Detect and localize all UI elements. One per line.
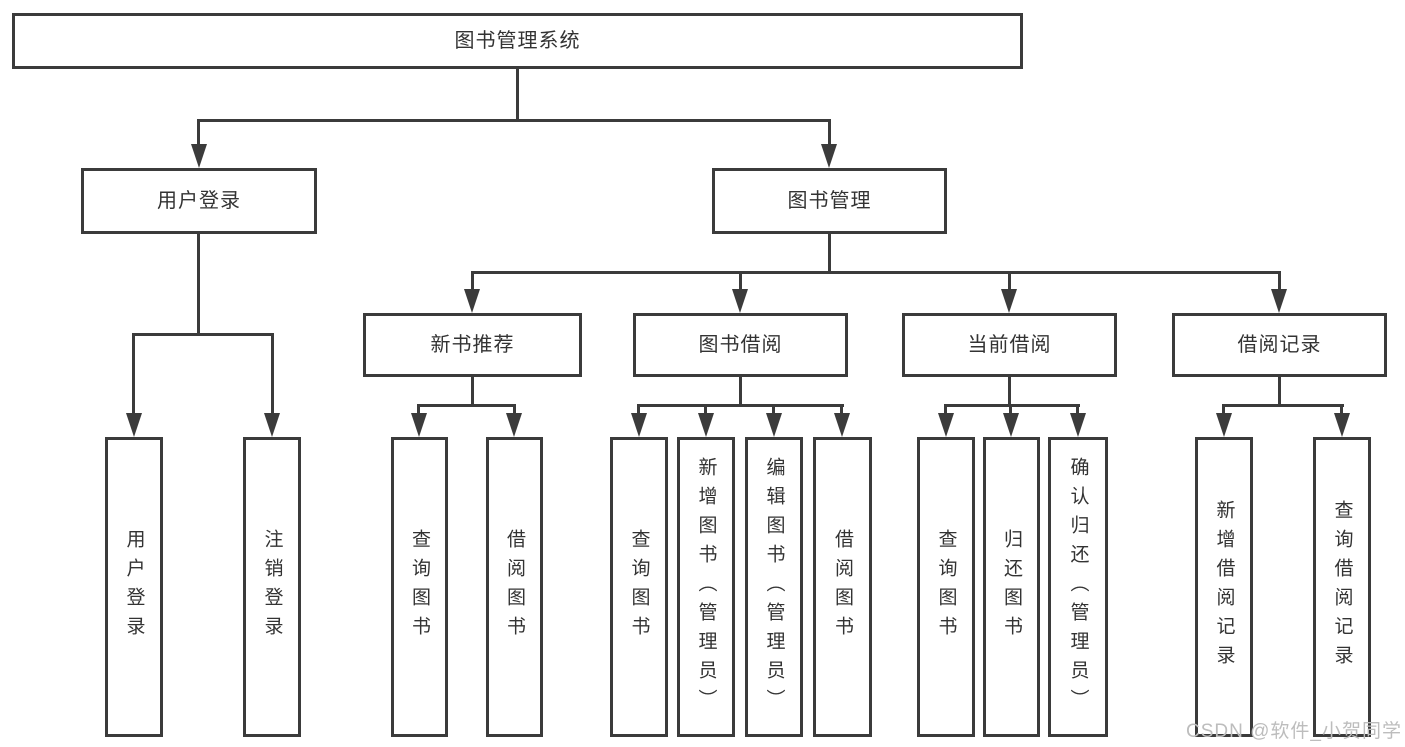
arrow-down-icon bbox=[766, 413, 782, 437]
arrow-down-icon bbox=[506, 413, 522, 437]
arrow-down-icon bbox=[1271, 289, 1287, 313]
node-library-system: 图书管理系统 bbox=[12, 13, 1023, 69]
connector-to-current-borrow bbox=[1008, 271, 1011, 291]
node-leaf-add-book-admin: 新增图书（管理员） bbox=[677, 437, 735, 737]
arrow-down-icon bbox=[191, 144, 207, 168]
connector-book-borrow-stem bbox=[739, 377, 742, 406]
connector-to-leaf bbox=[513, 404, 516, 415]
connector-to-leaf bbox=[704, 404, 707, 415]
connector-to-leaf bbox=[1340, 404, 1343, 415]
node-book-management: 图书管理 bbox=[712, 168, 947, 234]
connector-borrow-records-hline bbox=[1222, 404, 1344, 407]
connector-user-login-stem bbox=[197, 233, 200, 336]
arrow-down-icon bbox=[1070, 413, 1086, 437]
node-leaf-query-books-recommend: 查询图书 bbox=[391, 437, 448, 737]
connector-root-stem bbox=[516, 69, 519, 121]
connector-current-borrow-stem bbox=[1008, 377, 1011, 406]
arrow-down-icon bbox=[698, 413, 714, 437]
connector-to-book-borrow bbox=[739, 271, 742, 291]
connector-recommend-hline bbox=[417, 404, 516, 407]
connector-to-leaf bbox=[1009, 404, 1012, 415]
arrow-down-icon bbox=[1003, 413, 1019, 437]
connector-book-borrow-hline bbox=[637, 404, 844, 407]
connector-to-leaf bbox=[1076, 404, 1079, 415]
connector-to-leaf bbox=[271, 333, 274, 415]
connector-to-book-management bbox=[828, 119, 831, 147]
connector-to-leaf bbox=[840, 404, 843, 415]
arrow-down-icon bbox=[1334, 413, 1350, 437]
connector-to-leaf bbox=[417, 404, 420, 415]
connector-to-leaf bbox=[772, 404, 775, 415]
node-user-login: 用户登录 bbox=[81, 168, 317, 234]
connector-level1-hline bbox=[197, 119, 831, 122]
node-leaf-add-borrow-record: 新增借阅记录 bbox=[1195, 437, 1253, 737]
node-leaf-borrow-books-recommend: 借阅图书 bbox=[486, 437, 543, 737]
csdn-watermark: CSDN @软件_小贺同学 bbox=[1186, 721, 1402, 742]
connector-to-leaf bbox=[1222, 404, 1225, 415]
node-leaf-query-books-current: 查询图书 bbox=[917, 437, 975, 737]
node-leaf-query-borrow-record: 查询借阅记录 bbox=[1313, 437, 1371, 737]
arrow-down-icon bbox=[732, 289, 748, 313]
arrow-down-icon bbox=[126, 413, 142, 437]
connector-to-leaf bbox=[132, 333, 135, 415]
connector-level3-hline bbox=[471, 271, 1281, 274]
node-leaf-borrow-books: 借阅图书 bbox=[813, 437, 872, 737]
node-borrow-records: 借阅记录 bbox=[1172, 313, 1387, 377]
node-leaf-confirm-return-admin: 确认归还（管理员） bbox=[1048, 437, 1108, 737]
node-leaf-logout: 注销登录 bbox=[243, 437, 301, 737]
connector-recommend-stem bbox=[471, 377, 474, 406]
arrow-down-icon bbox=[631, 413, 647, 437]
connector-book-mgmt-stem bbox=[828, 234, 831, 274]
connector-to-recommend bbox=[471, 271, 474, 291]
connector-user-login-hline bbox=[132, 333, 274, 336]
node-leaf-query-books-borrow: 查询图书 bbox=[610, 437, 668, 737]
node-book-borrow: 图书借阅 bbox=[633, 313, 848, 377]
arrow-down-icon bbox=[821, 144, 837, 168]
connector-to-leaf bbox=[637, 404, 640, 415]
arrow-down-icon bbox=[264, 413, 280, 437]
arrow-down-icon bbox=[938, 413, 954, 437]
node-new-book-recommend: 新书推荐 bbox=[363, 313, 582, 377]
node-leaf-user-login: 用户登录 bbox=[105, 437, 163, 737]
arrow-down-icon bbox=[411, 413, 427, 437]
arrow-down-icon bbox=[1001, 289, 1017, 313]
node-current-borrow: 当前借阅 bbox=[902, 313, 1117, 377]
connector-to-borrow-records bbox=[1278, 271, 1281, 291]
connector-current-borrow-hline bbox=[944, 404, 1080, 407]
node-leaf-edit-book-admin: 编辑图书（管理员） bbox=[745, 437, 803, 737]
arrow-down-icon bbox=[1216, 413, 1232, 437]
connector-to-user-login bbox=[197, 119, 200, 147]
node-leaf-return-book: 归还图书 bbox=[983, 437, 1040, 737]
connector-borrow-records-stem bbox=[1278, 377, 1281, 406]
arrow-down-icon bbox=[834, 413, 850, 437]
connector-to-leaf bbox=[944, 404, 947, 415]
arrow-down-icon bbox=[464, 289, 480, 313]
